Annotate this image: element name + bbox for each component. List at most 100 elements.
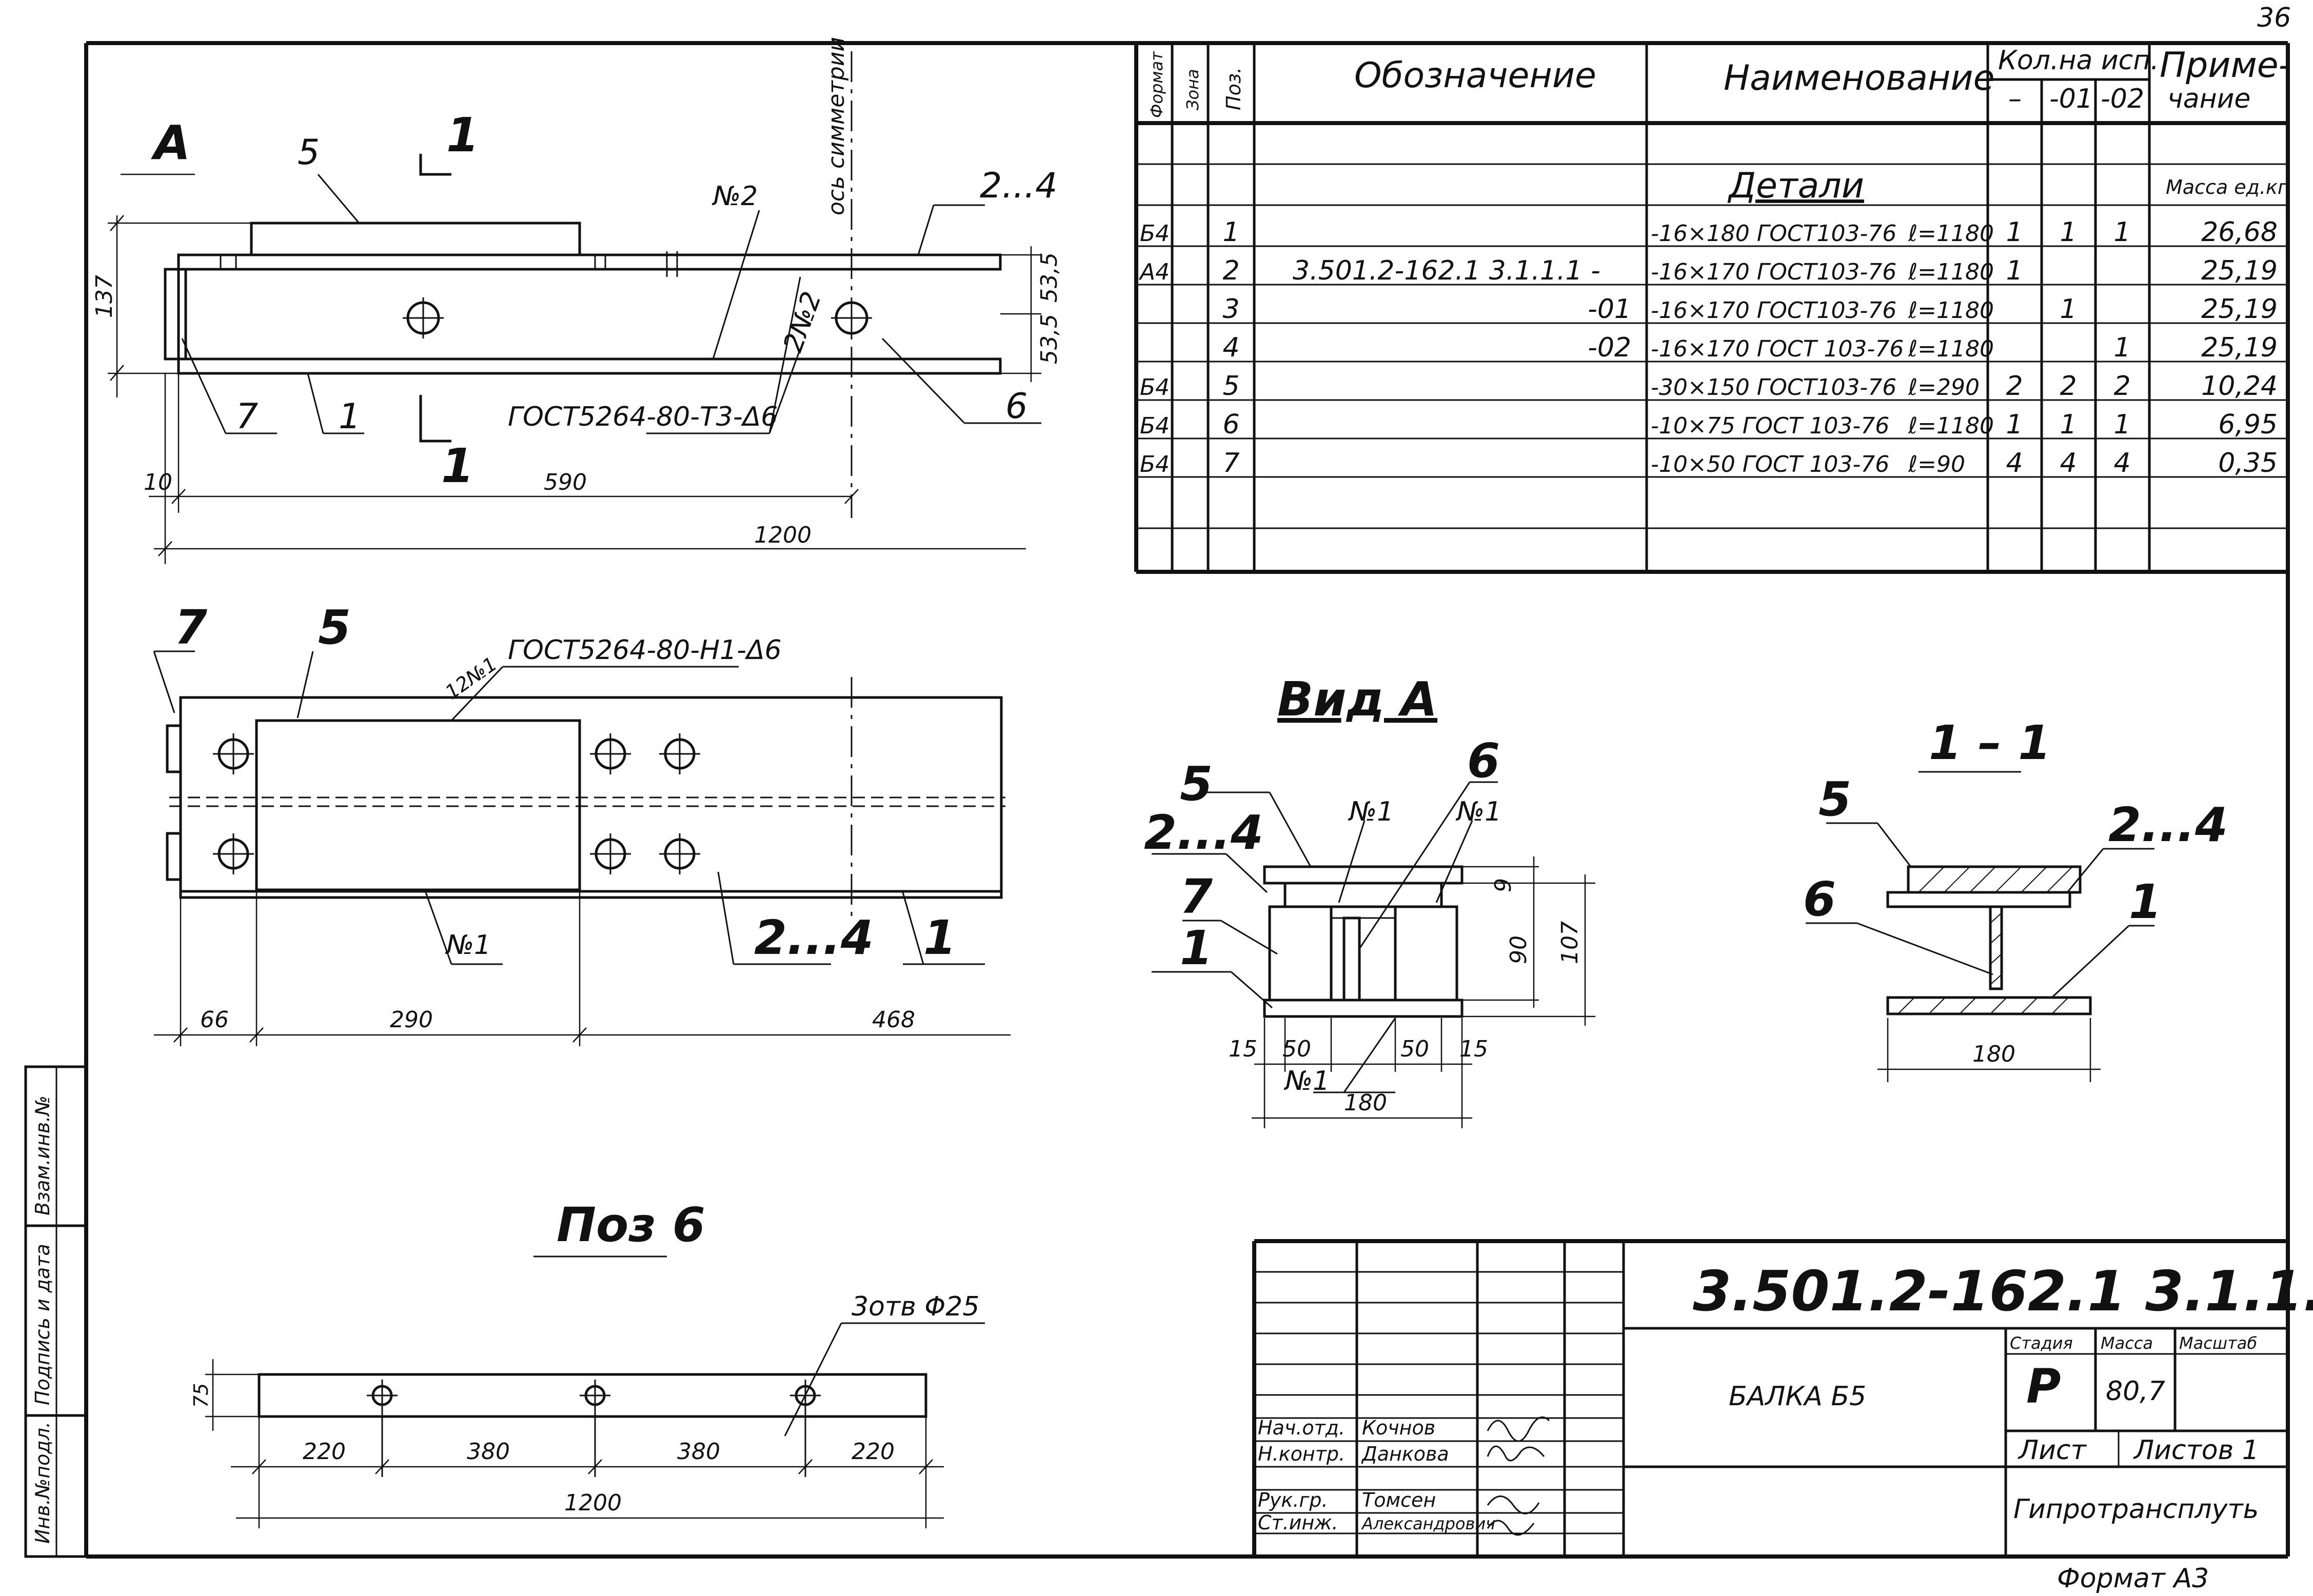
spec-row-pos: 6 — [1222, 409, 1239, 440]
dim-66: 66 — [200, 1007, 229, 1033]
spec-row-length: ℓ=1180 — [1908, 297, 1994, 324]
dim-1200-top: 1200 — [754, 522, 812, 548]
spec-row-qty-0: 1 — [2006, 255, 2023, 286]
spec-row-mass: 25,19 — [2201, 332, 2278, 363]
dim-left-10: 10 — [144, 469, 172, 495]
pos6-dim-380-a: 380 — [467, 1439, 510, 1465]
title-block-name: БАЛКА Б5 — [1729, 1381, 1866, 1412]
s11-leader-5: 5 — [1818, 772, 1851, 827]
title-block-people: Нач.отд.КочновН.контр.ДанковаРук.гр.Томс… — [1258, 1417, 1495, 1534]
pos6-title: Поз 6 — [557, 1198, 705, 1252]
s11-leader-1: 1 — [2129, 874, 2162, 929]
section-1-1 — [1806, 771, 2154, 1082]
spec-row-length: ℓ=1180 — [1908, 413, 1994, 439]
hdr-qty: Кол.на исп. — [1998, 45, 2159, 76]
spec-row-length: ℓ=1180 — [1908, 221, 1994, 247]
spec-row-mass: 25,19 — [2201, 255, 2278, 286]
spec-row-pos: 2 — [1222, 255, 1239, 286]
va-dim-90: 90 — [1506, 935, 1532, 964]
dim-53-5-b: 53,5 — [1036, 314, 1062, 364]
spec-row-mass: 25,19 — [2201, 294, 2278, 325]
spec-row-designation: -01 — [1588, 294, 1631, 325]
va-leader-1: 1 — [1180, 921, 1213, 975]
va-dim-50-r: 50 — [1400, 1036, 1429, 1062]
hdr-mass: Масса ед.кг — [2166, 176, 2288, 198]
mass-label: Масса — [2101, 1333, 2153, 1353]
s11-dim-180: 180 — [1972, 1041, 2015, 1067]
spec-row-pos: 1 — [1222, 217, 1239, 248]
pos6-dim-220-b: 220 — [852, 1439, 895, 1465]
hdr-qty-0: – — [2008, 84, 2022, 114]
signature-marks — [1487, 1416, 1550, 1536]
spec-row-qty-1: 1 — [2060, 409, 2077, 440]
s11-leader-24: 2...4 — [2108, 797, 2228, 852]
page-number: 36 — [2257, 3, 2291, 33]
person-role: Рук.гр. — [1258, 1489, 1328, 1511]
va-dim-9: 9 — [1490, 878, 1516, 892]
spec-row-name: -16×180 ГОСТ103-76 — [1651, 221, 1896, 247]
leader-pos6-top: 6 — [1005, 386, 1027, 427]
person-name: Томсен — [1362, 1489, 1436, 1511]
view-a — [1152, 781, 1595, 1128]
pos6-dim-220-a: 220 — [303, 1439, 346, 1465]
stamp-signature-date: Подпись и дата — [31, 1244, 54, 1405]
pos6-dim-380-b: 380 — [677, 1439, 720, 1465]
va-n1-a: №1 — [1348, 796, 1394, 827]
spec-row-mass: 6,95 — [2218, 409, 2278, 440]
view-a-title: Вид А — [1277, 672, 1437, 727]
va-leader-24: 2...4 — [1144, 805, 1263, 860]
spec-row-mass: 10,24 — [2201, 371, 2278, 402]
spec-row-pos: 5 — [1222, 371, 1239, 402]
spec-row-qty-2: 4 — [2113, 448, 2130, 478]
spec-row-name: -30×150 ГОСТ103-76 — [1651, 374, 1896, 401]
spec-row-length: ℓ=1180 — [1908, 336, 1994, 362]
person-name: Александрович — [1361, 1514, 1495, 1533]
spec-row-qty-2: 2 — [2113, 371, 2130, 402]
spec-row-qty-1: 1 — [2060, 217, 2077, 248]
spec-row-name: -10×75 ГОСТ 103-76 — [1651, 413, 1889, 439]
dim-290: 290 — [390, 1007, 433, 1033]
section-1-1-title: 1 – 1 — [1929, 715, 2051, 770]
spec-row-designation: 3.501.2-162.1 3.1.1.1 - — [1293, 255, 1600, 286]
dim-590: 590 — [544, 469, 587, 495]
spec-row-format: Б4 — [1140, 451, 1170, 477]
spec-row-qty-2: 1 — [2113, 217, 2130, 248]
spec-row-mass: 0,35 — [2218, 448, 2278, 478]
org-name: Гипротрансплуть — [2013, 1494, 2259, 1525]
person-name: Данкова — [1361, 1443, 1449, 1465]
va-dim-50-l: 50 — [1282, 1036, 1311, 1062]
spec-row-pos: 7 — [1222, 448, 1239, 478]
hdr-name: Наименование — [1724, 58, 1994, 98]
leader-n2: №2 — [711, 181, 758, 212]
va-n1-c: №1 — [1283, 1066, 1330, 1096]
side-stamp — [24, 1065, 88, 1558]
spec-row-name: -16×170 ГОСТ103-76 — [1651, 297, 1896, 324]
stage-label: Стадия — [2010, 1333, 2073, 1353]
dim-height-137: 137 — [91, 275, 117, 318]
stamp-vzam-inv: Взам.инв.№ — [31, 1095, 54, 1215]
hdr-qty-2: -02 — [2101, 84, 2144, 114]
spec-row-qty-1: 4 — [2060, 448, 2077, 478]
leader-pos24-plan: 2...4 — [754, 910, 874, 965]
va-n1-b: №1 — [1455, 796, 1501, 827]
leader-pos24-top: 2...4 — [980, 166, 1057, 206]
title-block-grid — [1252, 1239, 2288, 1557]
spec-row-qty-0: 1 — [2006, 217, 2023, 248]
leader-n1-plan: №1 — [445, 930, 491, 961]
person-role: Н.контр. — [1258, 1443, 1345, 1465]
spec-row-format: Б4 — [1140, 374, 1170, 401]
hdr-zone: Зона — [1183, 69, 1202, 110]
person-role: Ст.инж. — [1258, 1511, 1338, 1534]
va-dim-107: 107 — [1557, 921, 1583, 964]
stamp-inv-podl: Инв.№подл. — [31, 1422, 54, 1544]
format-label: Формат А3 — [2057, 1563, 2209, 1594]
spec-row-format: Б4 — [1140, 221, 1170, 247]
person-name: Кочнов — [1362, 1417, 1435, 1439]
spec-row-name: -10×50 ГОСТ 103-76 — [1651, 451, 1889, 477]
va-dim-15-l: 15 — [1229, 1036, 1257, 1062]
spec-table-grid — [1134, 43, 2288, 574]
dim-53-5-a: 53,5 — [1036, 252, 1062, 303]
section-marker-top: 1 — [446, 108, 479, 163]
section-details-title: Детали — [1727, 166, 1864, 206]
